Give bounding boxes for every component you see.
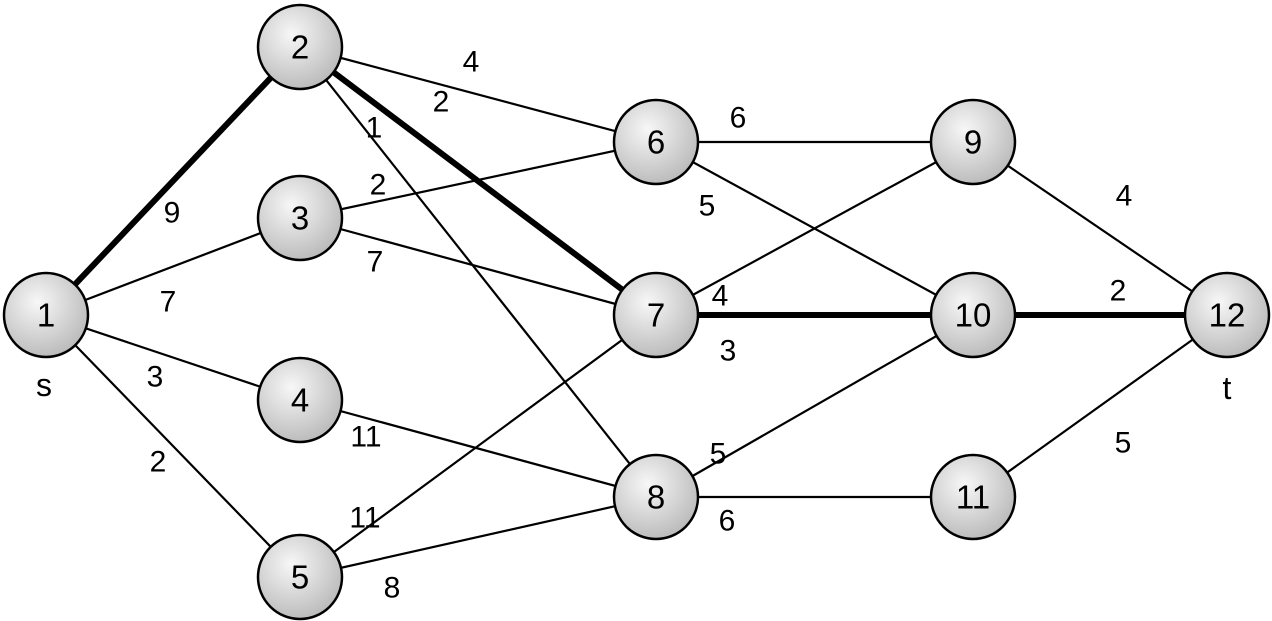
node-circle-12 [1183,271,1271,359]
edge-4-8 [298,398,658,499]
node-3: 3 [256,174,344,262]
node-5: 5 [256,533,344,621]
source-label: s [36,367,52,403]
edge-weight-5-7: 11 [349,502,380,535]
edge-weight-1-2: 9 [164,197,181,230]
edge-weight-4-8: 11 [350,421,381,454]
edge-weight-1-5: 2 [150,446,167,479]
node-9: 9 [929,98,1017,186]
edge-weight-11-12: 5 [1115,427,1132,460]
edge-weight-10-12: 2 [1110,275,1127,308]
node-circle-3 [256,174,344,262]
node-label-5: 5 [291,559,309,596]
node-circle-5 [256,533,344,621]
node-6: 6 [612,98,700,186]
edge-weight-9-12: 4 [1116,180,1133,213]
edge-weight-5-8: 8 [384,572,401,605]
edge-1-5 [44,313,302,579]
edges-layer [43,44,1230,579]
node-7: 7 [612,271,700,359]
node-11: 11 [929,453,1017,541]
edge-weight-8-11: 6 [719,505,736,538]
node-label-2: 2 [291,29,309,66]
edge-weight-2-7: 2 [433,86,450,119]
node-label-12: 12 [1209,297,1246,334]
node-circle-11 [929,453,1017,541]
node-label-9: 9 [964,124,982,161]
node-label-4: 4 [291,382,309,419]
edge-weight-2-6: 4 [463,46,480,79]
edge-weight-1-3: 7 [160,286,177,319]
edge-1-2 [43,44,303,318]
edge-11-12 [971,313,1229,499]
node-circle-6 [612,98,700,186]
node-circle-4 [256,356,344,444]
edge-5-7 [298,313,658,579]
node-label-11: 11 [956,479,990,516]
node-label-3: 3 [291,200,309,237]
node-12: 12 [1183,271,1271,359]
node-label-7: 7 [647,297,665,334]
edge-3-7 [298,216,658,317]
node-label-6: 6 [647,124,665,161]
node-8: 8 [612,453,700,541]
edge-weight-7-10: 3 [720,335,737,368]
edge-weight-3-6: 2 [370,169,387,202]
edge-weight-6-10: 5 [699,190,716,223]
node-circle-1 [2,271,90,359]
edge-2-8 [298,45,658,499]
edge-weight-2-8: 1 [366,112,383,145]
edge-7-9 [654,140,975,317]
node-label-10: 10 [955,297,992,334]
node-circle-9 [929,98,1017,186]
node-1: 1 [2,271,90,359]
edge-9-12 [971,140,1229,317]
edge-weight-6-9: 6 [730,102,747,135]
node-label-8: 8 [647,479,665,516]
edge-1-4 [44,313,302,402]
node-10: 10 [929,271,1017,359]
edge-weight-3-7: 7 [367,246,384,279]
edge-5-8 [298,495,658,579]
node-2: 2 [256,3,344,91]
edge-weight-8-10: 5 [710,438,727,471]
node-label-1: 1 [37,297,55,334]
node-circle-7 [612,271,700,359]
edge-3-6 [298,140,658,220]
edge-8-10 [654,313,975,499]
edge-2-6 [298,45,658,144]
node-4: 4 [256,356,344,444]
node-circle-2 [256,3,344,91]
edge-weight-7-9: 4 [712,280,729,313]
edge-1-3 [44,216,302,317]
node-circle-10 [929,271,1017,359]
node-circle-8 [612,453,700,541]
sink-label: t [1223,370,1232,406]
edge-weight-1-4: 3 [147,361,164,394]
